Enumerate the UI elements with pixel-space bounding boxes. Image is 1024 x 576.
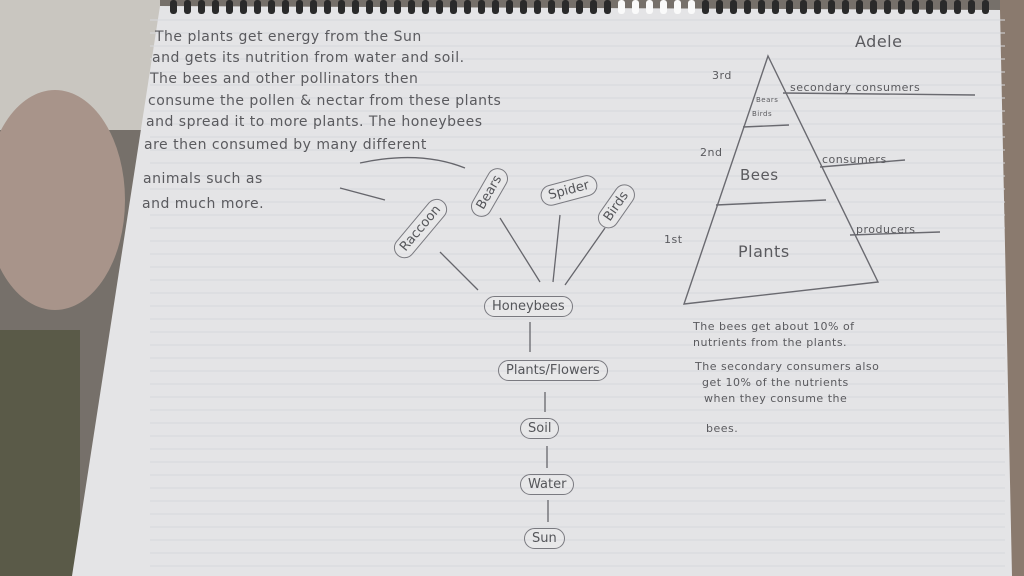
flow-arrows: [339, 156, 606, 522]
pyramid-level-3-item: Birds: [752, 110, 773, 118]
paragraph-line: animals such as: [143, 171, 263, 187]
pyramid-rank-1: 1st: [664, 233, 683, 246]
pyramid-role-2: consumers: [822, 153, 887, 166]
paragraph-line: and spread it to more plants. The honeyb…: [146, 114, 483, 130]
note-line: bees.: [706, 422, 739, 435]
grid-lines: [150, 19, 1005, 567]
chain-sun: Sun: [524, 528, 565, 549]
chain-plants-flowers: Plants/Flowers: [498, 360, 608, 381]
note-line: The secondary consumers also: [695, 360, 880, 373]
chain-soil: Soil: [520, 418, 560, 439]
energy-pyramid: [682, 54, 976, 305]
pyramid-role-1: producers: [856, 223, 916, 236]
paragraph-line: are then consumed by many different: [144, 137, 427, 153]
note-line: when they consume the: [704, 392, 848, 405]
pyramid-level-1-item: Plants: [738, 242, 790, 261]
note-line: The bees get about 10% of: [693, 320, 855, 333]
chain-water: Water: [520, 474, 575, 495]
pyramid-level-2-item: Bees: [740, 166, 779, 184]
note-line: nutrients from the plants.: [693, 336, 848, 349]
note-line: get 10% of the nutrients: [702, 376, 849, 389]
pyramid-rank-3: 3rd: [712, 69, 732, 82]
author-name: Adele: [855, 32, 903, 51]
paragraph-line: and much more.: [142, 196, 265, 212]
paragraph-line: The bees and other pollinators then: [150, 71, 419, 87]
hand-left: [0, 90, 125, 310]
notebook-page: [72, 6, 1012, 576]
chain-honeybees: Honeybees: [484, 296, 573, 317]
pyramid-rank-2: 2nd: [700, 146, 723, 159]
pyramid-level-3-item: Bears: [756, 96, 779, 104]
pyramid-role-3: secondary consumers: [790, 81, 921, 94]
paragraph-line: and gets its nutrition from water and so…: [152, 50, 465, 66]
paragraph-line: The plants get energy from the Sun: [155, 29, 422, 45]
paragraph-line: consume the pollen & nectar from these p…: [148, 93, 502, 109]
spiral-holes: [170, 0, 989, 14]
